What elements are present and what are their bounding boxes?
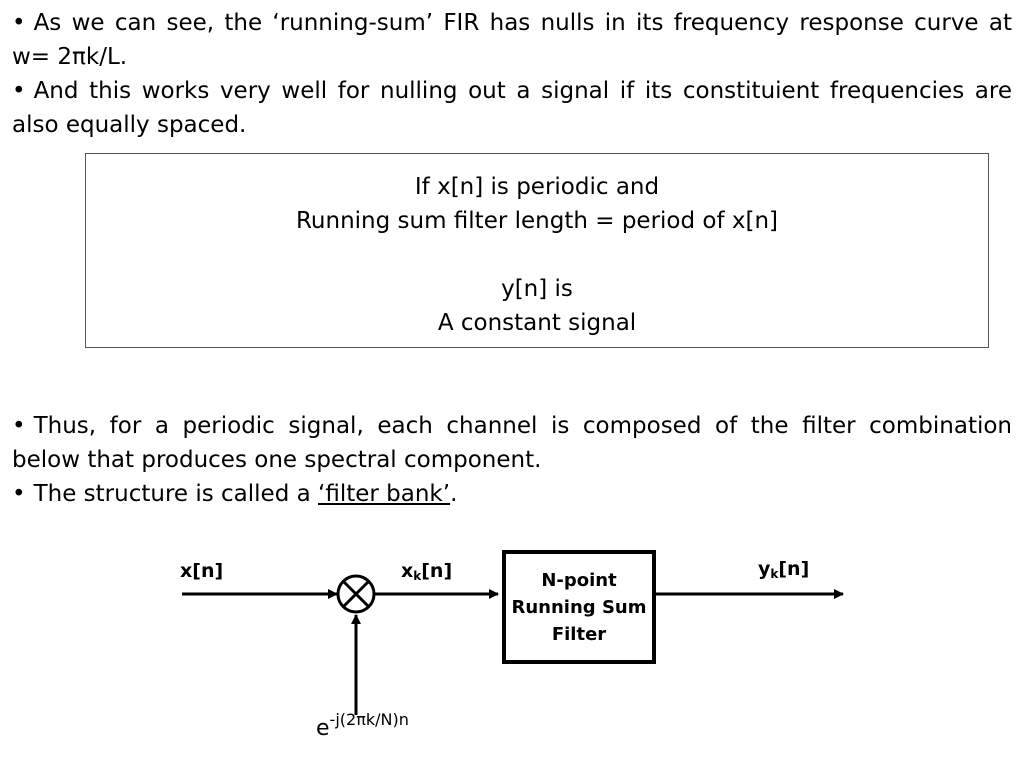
mid-label: xk[n] <box>401 560 453 583</box>
output-label: yk[n] <box>758 558 810 581</box>
filter-bank-term: ‘filter bank’ <box>318 481 451 507</box>
bullet-marker: • <box>12 10 26 36</box>
box-line-filter-length: Running sum filter length = period of x[… <box>295 208 779 234</box>
bullet-text: The structure is called a <box>33 481 319 507</box>
bullet-text: Thus, for a periodic signal, each channe… <box>12 413 1012 473</box>
diagram-lines <box>182 574 844 715</box>
bullet-filter-bank: • The structure is called a ‘filter bank’… <box>12 477 1012 511</box>
bullet-equally-spaced: •And this works very well for nulling ou… <box>12 74 1012 142</box>
bullet-marker: • <box>12 481 26 507</box>
running-sum-filter-block: N-point Running Sum Filter <box>502 550 656 664</box>
filter-line-3: Filter <box>551 623 607 645</box>
box-line-output: y[n] is <box>501 276 573 302</box>
box-line-constant: A constant signal <box>437 310 637 336</box>
filter-line-1: N-point <box>541 569 617 591</box>
bullet-marker: • <box>12 413 26 439</box>
filter-line-2: Running Sum <box>511 596 647 618</box>
multiplier-cross-b <box>342 580 370 608</box>
bullet-text: And this works very well for nulling out… <box>12 78 1012 138</box>
input-label: x[n] <box>180 560 224 582</box>
bullet-marker: • <box>12 78 26 104</box>
filter-bank-diagram: x[n] xk[n] yk[n] N-point Running Sum Fil… <box>0 530 1024 768</box>
bullet-periodic-channel: •Thus, for a periodic signal, each chann… <box>12 409 1012 477</box>
bullet-text: As we can see, the ‘running-sum’ FIR has… <box>12 10 1012 70</box>
box-line-periodic: If x[n] is periodic and <box>414 174 660 200</box>
periodic-signal-box: If x[n] is periodic and Running sum filt… <box>85 153 989 348</box>
exponential-label: e-j(2πk/N)n <box>316 710 409 741</box>
bullet-text-end: . <box>450 481 458 507</box>
bullet-running-sum-nulls: •As we can see, the ‘running-sum’ FIR ha… <box>12 6 1012 74</box>
